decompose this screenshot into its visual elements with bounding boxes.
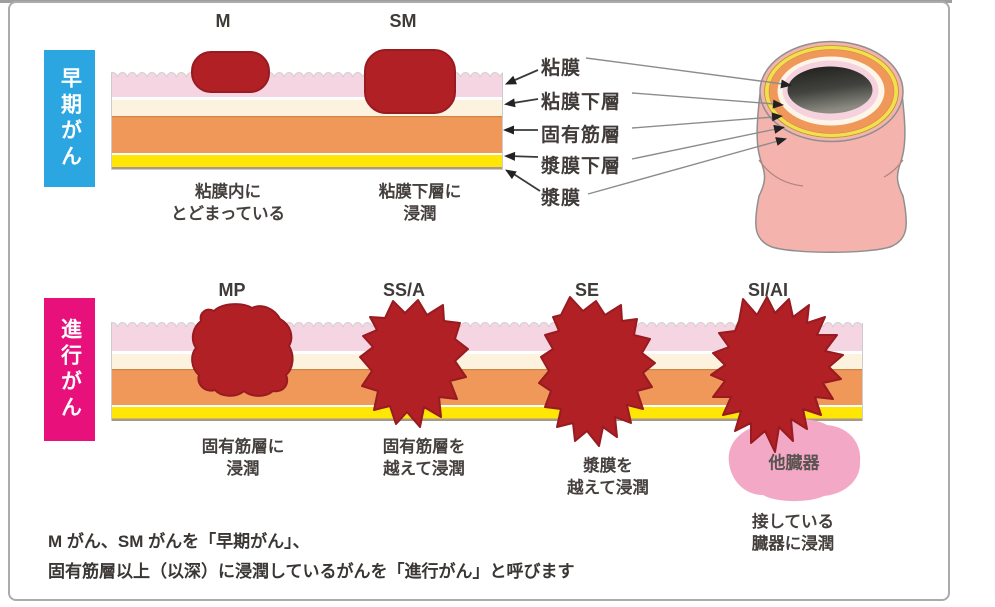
stage-caption-m: 粘膜内に とどまっている — [170, 183, 286, 223]
tumor-sial — [710, 296, 844, 453]
layer-label-muscularis: 固有筋層 — [541, 125, 622, 146]
layer-label-serosa: 漿膜 — [541, 188, 582, 209]
tumor-m — [191, 51, 270, 93]
stage-code-mp: MP — [218, 280, 246, 300]
early-cancer-section-label: 早期がん — [44, 50, 95, 187]
tumor-se — [538, 296, 656, 447]
tumor-shapes — [191, 49, 656, 447]
stage-caption-sm: 粘膜下層に 浸潤 — [378, 183, 462, 223]
stage-code-sm: SM — [389, 11, 417, 31]
tube-lumen — [787, 66, 873, 114]
stage-code-se: SE — [574, 280, 600, 300]
layer-pointer-arrows-left — [503, 69, 541, 192]
layer-pointer-arrows-tube — [585, 57, 792, 195]
stage-code-m: M — [215, 11, 231, 31]
organ-tube-illustration — [754, 40, 908, 253]
stage-caption-mp: 固有筋層に 浸潤 — [201, 438, 285, 478]
layer-label-subserosa: 漿膜下層 — [541, 156, 622, 177]
tumor-sm — [364, 49, 456, 114]
other-organ-shape — [728, 418, 861, 502]
stage-caption-se: 漿膜を 越えて浸潤 — [567, 457, 649, 497]
tumor-ssa — [359, 299, 469, 428]
footnote-line-1: M がん、SM がんを「早期がん」、 — [48, 532, 310, 551]
stage-caption-ssa: 固有筋層を 越えて浸潤 — [382, 438, 466, 478]
other-organ-label: 他臓器 — [768, 453, 820, 473]
stage-code-sial: SI/AI — [747, 280, 789, 300]
layer-label-mucosa: 粘膜 — [541, 58, 582, 79]
tumor-mp — [191, 303, 294, 397]
footnote-line-2: 固有筋層以上（以深）に浸潤しているがんを「進行がん」と呼びます — [48, 562, 575, 581]
advanced-cancer-section-label: 進行がん — [44, 298, 95, 441]
stage-caption-sial: 接している 臓器に浸潤 — [751, 513, 835, 553]
stage-code-ssa: SS/A — [382, 280, 426, 300]
layer-label-submucosa: 粘膜下層 — [541, 92, 622, 113]
